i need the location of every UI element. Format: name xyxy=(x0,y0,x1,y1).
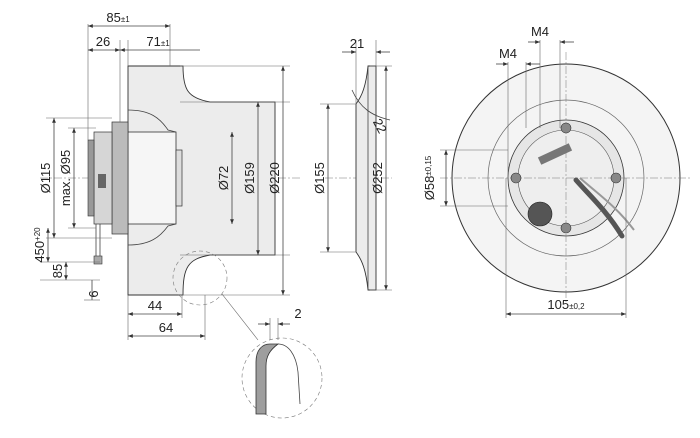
dim-85b: 85 xyxy=(50,264,65,278)
dim-450: 450+20 xyxy=(32,227,47,263)
dim-d72: Ø72 xyxy=(216,166,231,191)
dim-21: 21 xyxy=(350,36,364,51)
dim-d220: Ø220 xyxy=(267,162,282,194)
dim-d58: Ø58±0,15 xyxy=(422,155,437,200)
dim-2: 2 xyxy=(294,306,301,321)
dim-d155: Ø155 xyxy=(312,162,327,194)
side-view: 85±1 26 71±1 Ø115 max. Ø95 Ø72 Ø159 Ø220… xyxy=(32,10,300,341)
dim-85: 85±1 xyxy=(106,10,130,25)
dim-26: 26 xyxy=(96,34,110,49)
section-view: 21 22 Ø155 Ø252 xyxy=(312,36,392,291)
dim-44: 44 xyxy=(148,298,162,313)
dim-d115: Ø115 xyxy=(38,163,53,194)
dim-22: 22 xyxy=(370,116,390,136)
dim-6: 6 xyxy=(86,290,101,297)
dim-105: 105±0,2 xyxy=(547,297,585,312)
dim-m4-left: M4 xyxy=(499,46,517,61)
dim-d252: Ø252 xyxy=(370,162,385,194)
dim-d159: Ø159 xyxy=(242,162,257,194)
dim-64: 64 xyxy=(159,320,173,335)
detail-view: 2 xyxy=(241,306,323,419)
front-view: M4 M4 Ø58±0,15 105±0,2 xyxy=(422,24,692,318)
dim-max-d95: max. Ø95 xyxy=(58,150,73,206)
dim-71: 71±1 xyxy=(146,34,170,49)
dim-m4-right: M4 xyxy=(531,24,549,39)
